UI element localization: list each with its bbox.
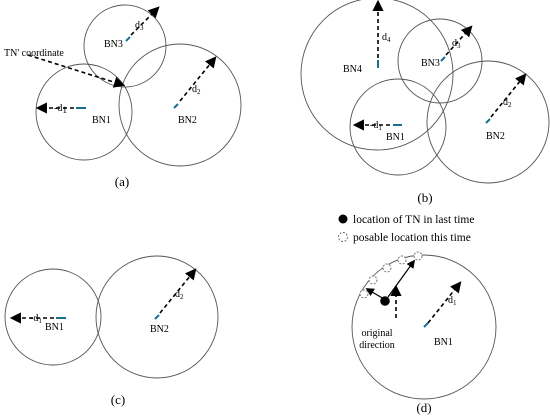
d3-label: d3 bbox=[452, 38, 461, 50]
d2-range-arrow bbox=[490, 73, 527, 118]
bn2-range-circle bbox=[95, 255, 219, 379]
d1-label: d1 bbox=[448, 295, 457, 307]
d3-range-arrow bbox=[130, 6, 160, 36]
d2-range-arrow bbox=[159, 268, 197, 314]
bn1-range-circle bbox=[4, 268, 102, 366]
bn3-label: BN3 bbox=[421, 58, 440, 69]
panel-b-caption: (b) bbox=[417, 190, 432, 205]
bn4-label: BN4 bbox=[343, 64, 362, 75]
bn1-label: BN1 bbox=[434, 337, 453, 348]
d2-label: d2 bbox=[175, 289, 184, 301]
move-arrow-right bbox=[387, 259, 415, 298]
move-arrow-left bbox=[365, 288, 385, 300]
d1-left-label: -d1 bbox=[54, 103, 67, 116]
d1-left-label: -d1 bbox=[370, 120, 382, 132]
possible-location-marker bbox=[397, 255, 407, 265]
possible-location-marker bbox=[359, 289, 369, 299]
d1-range-arrow bbox=[427, 281, 462, 324]
tn-coordinate-label: TN' coordinate bbox=[4, 48, 64, 59]
possible-location-marker bbox=[382, 263, 392, 273]
d3-label: d3 bbox=[135, 20, 144, 32]
d2-label: d2 bbox=[503, 97, 512, 109]
panel-c: BN1 BN2 -d1 d2 (c) bbox=[4, 255, 219, 407]
dotted-location-legend-icon bbox=[338, 232, 348, 242]
bn2-label: BN2 bbox=[178, 115, 197, 126]
bn2-label: BN2 bbox=[150, 324, 169, 335]
bn2-label: BN2 bbox=[486, 131, 505, 142]
bn3-range-circle bbox=[83, 4, 167, 88]
legend-filled-label: location of TN in last time bbox=[353, 214, 474, 226]
legend-dotted-label: posable location this time bbox=[353, 232, 471, 244]
panel-a: TN' coordinate BN3 BN1 BN2 -d1 d3 d2 (a) bbox=[4, 4, 242, 189]
panel-d: location of TN in last time posable loca… bbox=[338, 214, 497, 415]
d3-range-arrow bbox=[445, 25, 473, 56]
tn-pointer-arrow bbox=[27, 54, 126, 88]
bn3-node bbox=[125, 36, 131, 42]
panel-d-caption: (d) bbox=[416, 400, 431, 415]
panel-c-caption: (c) bbox=[111, 392, 125, 407]
bn1-range-circle bbox=[349, 78, 447, 176]
d1-left-label: -d1 bbox=[30, 313, 42, 325]
d2-range-arrow bbox=[179, 56, 217, 102]
bn3-node bbox=[440, 56, 446, 62]
possible-location-marker bbox=[368, 275, 378, 285]
filled-location-legend-icon bbox=[338, 214, 348, 224]
bn1-label: BN1 bbox=[45, 322, 64, 333]
bn4-range-circle bbox=[300, 0, 454, 151]
bn3-label: BN3 bbox=[104, 39, 123, 50]
bn1-label: BN1 bbox=[92, 115, 111, 126]
d2-label: d2 bbox=[192, 84, 201, 96]
d4-label: d4 bbox=[382, 32, 391, 44]
possible-location-marker bbox=[413, 251, 423, 261]
bn1-range-circle bbox=[351, 254, 497, 400]
bn2-range-circle bbox=[426, 60, 550, 184]
original-direction-label-2: direction bbox=[359, 340, 395, 351]
bn1-label: BN1 bbox=[386, 132, 405, 143]
bn2-node bbox=[485, 118, 491, 124]
bn2-node bbox=[173, 103, 179, 109]
panel-a-caption: (a) bbox=[115, 174, 129, 189]
bn1-range-circle bbox=[35, 63, 133, 161]
bn2-range-circle bbox=[118, 43, 242, 167]
bn2-node bbox=[154, 314, 160, 320]
panel-b: BN4 BN3 BN1 BN2 d4 d3 -d1 d2 (b) bbox=[300, 0, 550, 205]
bn1-node bbox=[423, 322, 429, 328]
original-direction-label-1: original bbox=[361, 328, 392, 339]
